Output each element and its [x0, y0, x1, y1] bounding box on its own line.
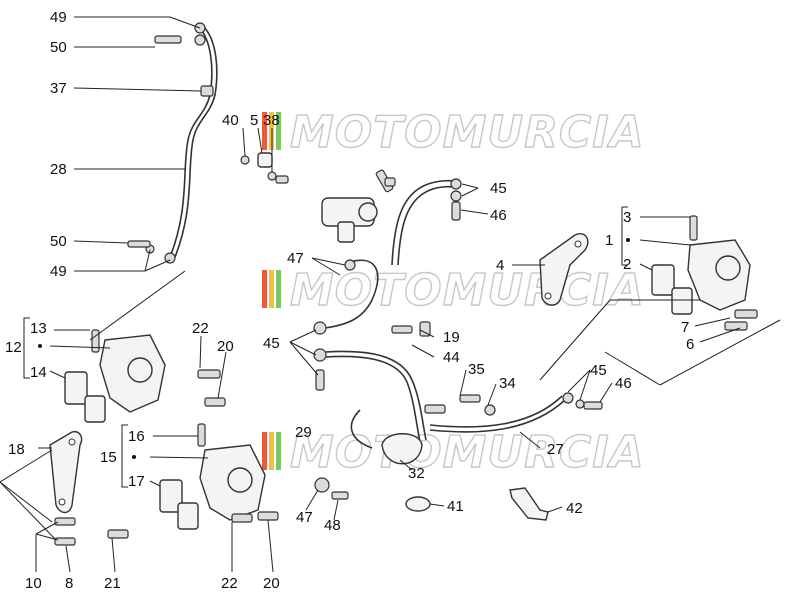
callout-38: 38: [263, 112, 280, 129]
master-cylinder: [321, 169, 396, 243]
callout-45-right: 45: [590, 362, 607, 379]
callout-1: 1: [605, 232, 613, 249]
callout-17: 17: [128, 473, 145, 490]
callout-20: 20: [217, 338, 234, 355]
front-brake-hose: [127, 22, 218, 264]
callout-15: 15: [100, 449, 117, 466]
callout-50: 50: [50, 39, 67, 56]
callout-49-lower: 49: [50, 263, 67, 280]
callout-4: 4: [496, 257, 504, 274]
callout-2: 2: [623, 256, 631, 273]
callout-35: 35: [468, 361, 485, 378]
callout-18: 18: [8, 441, 25, 458]
callout-45: 45: [490, 180, 507, 197]
watermark-text-middle: MOTOMURCIA: [290, 265, 645, 316]
callout-16: 16: [128, 428, 145, 445]
callout-40: 40: [222, 112, 239, 129]
callout-42: 42: [566, 500, 583, 517]
callout-50-lower: 50: [50, 233, 67, 250]
caliper-right: [651, 215, 758, 331]
callout-32: 32: [408, 465, 425, 482]
callout-20-lower: 20: [263, 575, 280, 592]
callout-34: 34: [499, 375, 516, 392]
bracket-18: [49, 431, 129, 546]
callout-8: 8: [65, 575, 73, 592]
watermark-middle: MOTOMURCIA: [262, 264, 645, 317]
callout-45-middle: 45: [263, 335, 280, 352]
bracket-4: [539, 233, 589, 306]
callout-37: 37: [50, 80, 67, 97]
callout-3: 3: [623, 209, 631, 226]
callout-47-lower: 47: [296, 509, 313, 526]
callout-27: 27: [547, 441, 564, 458]
callout-14: 14: [30, 364, 47, 381]
callout-46-right: 46: [615, 375, 632, 392]
callout-10: 10: [25, 575, 42, 592]
callout-49: 49: [50, 9, 67, 26]
callout-41: 41: [447, 498, 464, 515]
misc-parts: [381, 433, 549, 521]
distributor-hoses: [313, 178, 603, 449]
callout-47: 47: [287, 250, 304, 267]
watermark-top: MOTOMURCIA: [262, 106, 645, 159]
callout-48: 48: [324, 517, 341, 534]
callout-22: 22: [192, 320, 209, 337]
callout-12: 12: [5, 339, 22, 356]
callout-44: 44: [443, 349, 460, 366]
group-brackets: [23, 206, 630, 488]
callout-28: 28: [50, 161, 67, 178]
callout-13: 13: [30, 320, 47, 337]
hose-clamp-assembly: [240, 152, 289, 184]
callout-6: 6: [686, 336, 694, 353]
caliper-left-bottom: [159, 423, 349, 530]
watermark-text-top: MOTOMURCIA: [290, 107, 645, 158]
callout-5: 5: [250, 112, 258, 129]
watermark-text-bottom: MOTOMURCIA: [290, 427, 645, 478]
callout-29: 29: [295, 424, 312, 441]
caliper-left-top: [64, 329, 226, 423]
leader-lines: [0, 16, 781, 573]
callout-22-lower: 22: [221, 575, 238, 592]
callout-labels: 49 50 37 28 50 49 40 5 38 45 46 3 1 2 7 …: [5, 9, 694, 592]
callout-46: 46: [490, 207, 507, 224]
callout-7: 7: [681, 319, 689, 336]
callout-19: 19: [443, 329, 460, 346]
watermark-bottom: MOTOMURCIA: [262, 426, 645, 479]
callout-21: 21: [104, 575, 121, 592]
